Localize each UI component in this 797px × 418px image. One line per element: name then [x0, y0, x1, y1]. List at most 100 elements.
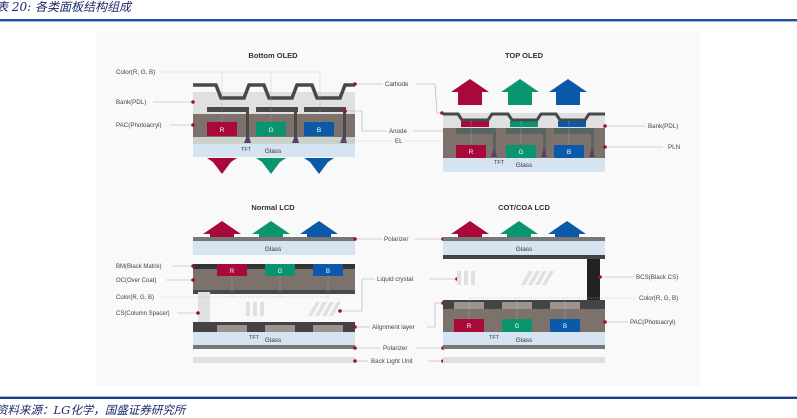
blue-light-arrow-up [549, 79, 587, 105]
cathode-layer [443, 112, 605, 122]
el-layer [193, 137, 355, 144]
red-light-arrow-down [207, 158, 237, 174]
glass-top [193, 241, 355, 255]
anode [207, 107, 249, 112]
label-polarizer-top: Polarizer [384, 236, 408, 243]
pixel-label-g: G [515, 324, 520, 330]
cot-coa-lcd-diagram: COT/COA LCD Glass R G B TFT Gla [443, 203, 678, 363]
glass-layer [443, 158, 605, 172]
liquid-crystal-rod-tilted [521, 271, 533, 285]
glass-bottom [443, 332, 605, 345]
pixel-label-r: R [230, 269, 235, 275]
tft-marker [541, 148, 547, 157]
green-light-arrow-down [256, 158, 286, 174]
panel-structure-diagram: Bottom OLED R G B TFT Glass Col [116, 51, 680, 365]
black-column-spacer [587, 259, 600, 304]
tft-marker [589, 148, 595, 157]
red-light-arrow-up [451, 79, 489, 105]
tft-label: TFT [241, 147, 252, 153]
anode [304, 107, 346, 112]
label-pln: PLN [668, 144, 680, 151]
glass-top-label: Glass [516, 246, 533, 253]
diagram-panel: Bottom OLED R G B TFT Glass Col [96, 32, 700, 386]
liquid-crystal-rod [246, 302, 250, 316]
column-spacer [198, 292, 210, 322]
pixel-label-g: G [268, 127, 273, 134]
label-liquid-crystal: Liquid crystal [377, 276, 413, 283]
top-oled-diagram: TOP OLED R G B TFT Glass [443, 51, 680, 172]
label-cathode: Cathode [385, 81, 409, 88]
top-rule-accent [0, 21, 797, 22]
glass-bottom [193, 332, 355, 345]
bottom-rule [0, 397, 797, 399]
glass-layer [193, 144, 355, 157]
polarizer-top [443, 237, 605, 241]
back-light-unit [443, 357, 605, 363]
bottom-oled-title: Bottom OLED [248, 51, 298, 60]
green-subpixel [502, 319, 532, 332]
red-subpixel [207, 122, 237, 136]
top-rule [0, 19, 797, 21]
label-color-rgb: Color(R, G, B) [639, 295, 678, 302]
red-subpixel [454, 319, 484, 332]
cathode-layer [193, 83, 355, 100]
pixel-label-b: B [326, 269, 330, 275]
oled-shared-labels: Cathode Anode EL [326, 81, 470, 145]
blue-light-arrow-down [304, 158, 334, 174]
glass-label: Glass [516, 162, 533, 169]
normal-lcd-title: Normal LCD [251, 203, 295, 212]
label-black-cs: BCS(Black CS) [636, 274, 678, 281]
lcd-shared-labels: Polarizer Liquid crystal Alignment layer… [338, 236, 459, 365]
label-bank-pdl: Bank(PDL) [648, 123, 678, 130]
bottom-oled-diagram: Bottom OLED R G B TFT Glass Col [116, 51, 355, 174]
pixel-label-b: B [317, 127, 321, 134]
green-subpixel [265, 264, 295, 276]
polarizer-bottom [443, 345, 605, 349]
glass-bottom-label: Glass [516, 337, 533, 344]
liquid-crystal-rod-tilted [308, 302, 320, 316]
cot-coa-lcd-title: COT/COA LCD [498, 203, 550, 212]
tft-label: TFT [489, 335, 500, 341]
blue-subpixel [550, 319, 580, 332]
pixel-label-b: B [567, 149, 571, 156]
polarizer-top [193, 237, 355, 241]
anode [256, 107, 298, 112]
pixel-label-g: G [518, 149, 523, 156]
pixel-label-r: R [220, 127, 225, 134]
pixel-label-r: R [469, 149, 474, 156]
tft-marker [244, 133, 251, 143]
label-column-spacer: CS(Column Spacer) [116, 311, 170, 317]
label-bank-pdl: Bank(PDL) [116, 99, 146, 106]
tft-label: TFT [494, 160, 505, 166]
green-subpixel [506, 145, 536, 158]
tft-marker [292, 133, 299, 143]
label-pac-photoacryl: PAC(Photoacryl) [116, 122, 162, 129]
label-el: EL [395, 138, 403, 145]
tft-marker [340, 133, 347, 143]
glass-label: Glass [265, 148, 282, 155]
pixel-label-g: G [278, 269, 283, 275]
label-color-rgb: Color(R, G, B) [116, 69, 155, 76]
top-oled-title: TOP OLED [505, 51, 544, 60]
label-anode: Anode [389, 128, 407, 135]
blue-subpixel [554, 145, 584, 158]
tft-label: TFT [249, 335, 260, 341]
label-back-light-unit: Back Light Unit [371, 358, 413, 365]
figure-caption: 表 20: 各类面板结构组成 [0, 0, 131, 14]
liquid-crystal-rod [457, 271, 461, 285]
green-subpixel [256, 122, 286, 136]
tft-marker [491, 148, 497, 157]
glass-top-label: Glass [265, 246, 282, 253]
glass-bottom-label: Glass [265, 337, 282, 344]
bottom-rule-accent [0, 396, 797, 397]
label-pac-photoacryl: PAC(Photoacryl) [630, 319, 676, 326]
source-note: 资料来源：LG化学，国盛证券研究所 [0, 403, 186, 417]
red-subpixel [217, 264, 247, 276]
red-subpixel [456, 145, 486, 158]
blue-subpixel [313, 264, 343, 276]
glass-top [443, 241, 605, 255]
label-alignment-layer: Alignment layer [372, 324, 415, 331]
label-polarizer-bottom: Polarizer [383, 345, 407, 352]
pixel-label-b: B [563, 324, 567, 330]
blue-subpixel [304, 122, 334, 136]
